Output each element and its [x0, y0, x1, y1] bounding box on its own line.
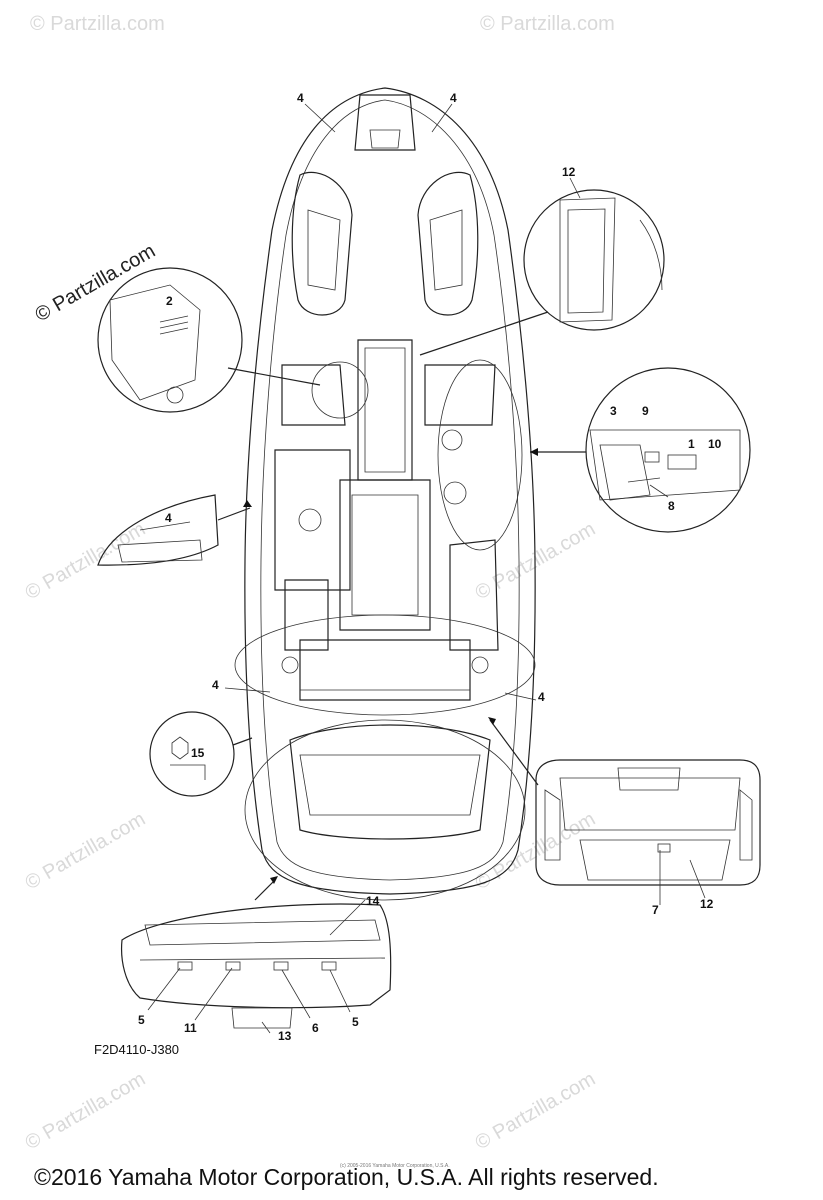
- watermark-faint: © Partzilla.com: [472, 808, 600, 894]
- callout-14: 14: [366, 894, 380, 908]
- callout-5-right: 5: [352, 1015, 359, 1029]
- callout-15: 15: [191, 746, 205, 760]
- watermark-faint: © Partzilla.com: [22, 1068, 150, 1154]
- callout-9: 9: [642, 404, 649, 418]
- callout-12-bottom: 12: [700, 897, 714, 911]
- callout-7: 7: [652, 903, 659, 917]
- diagram-code: F2D4110-J380: [94, 1042, 180, 1057]
- watermark-faint: © Partzilla.com: [480, 13, 615, 35]
- detail-view-right: [530, 367, 751, 533]
- watermark-main: © Partzilla.com: [32, 240, 160, 326]
- watermark-faint: © Partzilla.com: [22, 518, 150, 604]
- watermark-faint: © Partzilla.com: [22, 808, 150, 894]
- watermark-faint: © Partzilla.com: [472, 1068, 600, 1154]
- watermark-faint: © Partzilla.com: [30, 13, 165, 35]
- detail-view-stern: [488, 717, 761, 886]
- leader-lines: [147, 103, 706, 1034]
- boat-hull-top-view: [234, 87, 536, 901]
- callout-3: 3: [610, 404, 617, 418]
- callout-10: 10: [708, 437, 722, 451]
- callout-4-mid-left: 4: [212, 678, 219, 692]
- detail-view-side-panel: [97, 494, 252, 566]
- callout-8: 8: [668, 499, 675, 513]
- callout-4-top-right: 4: [450, 91, 457, 105]
- detail-view-12-top: [419, 189, 665, 356]
- detail-view-transom: [120, 876, 392, 1029]
- callout-labels: 4 4 12 2 3 9 1 10 8 4 4 4 15 7 12 14 5 1…: [138, 91, 722, 1043]
- callout-12-top: 12: [562, 165, 576, 179]
- callout-6: 6: [312, 1021, 319, 1035]
- callout-1: 1: [688, 437, 695, 451]
- callout-4-mid-right: 4: [538, 690, 545, 704]
- detail-view-2: [97, 267, 321, 413]
- faint-watermarks: © Partzilla.com © Partzilla.com © Partzi…: [22, 13, 615, 1154]
- callout-2: 2: [166, 294, 173, 308]
- callout-13: 13: [278, 1029, 292, 1043]
- detail-view-15: [149, 711, 253, 797]
- callout-4-top-left: 4: [297, 91, 304, 105]
- callout-11: 11: [184, 1021, 197, 1035]
- copyright-footer: ©2016 Yamaha Motor Corporation, U.S.A. A…: [34, 1164, 659, 1190]
- callout-4-side: 4: [165, 511, 172, 525]
- tiny-copyright-note: (c) 2005-2016 Yamaha Motor Corporation, …: [340, 1163, 450, 1169]
- callout-5-left: 5: [138, 1013, 145, 1027]
